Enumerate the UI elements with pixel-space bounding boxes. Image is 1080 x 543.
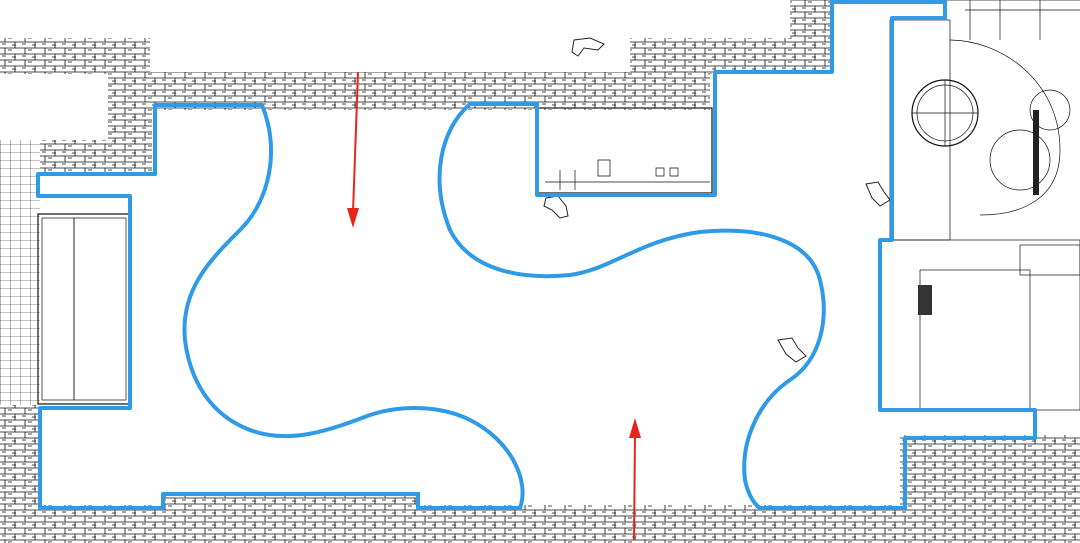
arrow-up [629,418,641,541]
raised-planter [37,213,131,405]
round-tree-grate [911,79,979,147]
boot-symbol [543,37,891,363]
left-grid-paving [0,140,40,405]
paving-boundary-outline [36,0,1037,510]
decking-stripes [536,107,713,194]
right-building-block [879,0,1080,411]
arrow-down [347,71,359,228]
